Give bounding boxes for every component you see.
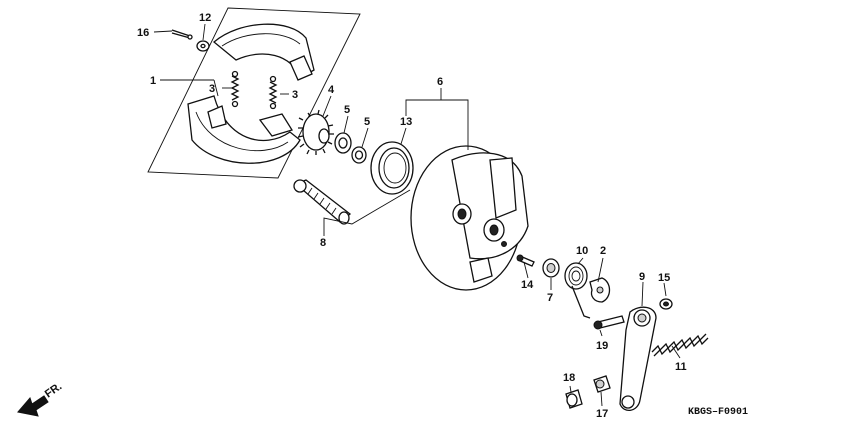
brake-shoe-upper <box>212 23 315 81</box>
brake-shoe-lower <box>187 95 301 164</box>
direction-label: FR. <box>43 380 64 400</box>
callout-5b: 5 <box>364 116 370 128</box>
callout-3a: 3 <box>209 83 215 95</box>
callout-13: 13 <box>400 116 412 128</box>
pin-17 <box>593 375 611 393</box>
callout-2: 2 <box>600 245 606 257</box>
callout-6: 6 <box>437 76 443 88</box>
callout-7: 7 <box>547 292 553 304</box>
washer-7 <box>542 258 560 278</box>
spring-left <box>230 70 240 108</box>
speedometer-gear <box>297 109 334 155</box>
callout-15: 15 <box>658 272 670 284</box>
callout-5a: 5 <box>344 104 350 116</box>
callout-12: 12 <box>199 12 211 24</box>
cotter-pin <box>171 29 193 40</box>
bolt-14 <box>516 254 535 267</box>
brake-shoe-group-outline <box>147 7 361 179</box>
callout-1: 1 <box>150 75 156 87</box>
spring-right <box>268 75 278 110</box>
brake-panel <box>410 145 529 291</box>
collar-18 <box>565 389 583 409</box>
brake-cam <box>293 179 352 225</box>
callout-4: 4 <box>328 84 335 96</box>
callout-11: 11 <box>675 361 687 373</box>
diagram-code: KBGS–F0901 <box>688 407 748 418</box>
washer-5a <box>334 132 352 154</box>
callout-17: 17 <box>596 408 608 420</box>
direction-arrow-icon <box>17 395 49 417</box>
washer-12 <box>196 40 210 52</box>
callout-3b: 3 <box>292 89 298 101</box>
bolt-19 <box>593 315 625 330</box>
brake-arm <box>619 306 657 411</box>
callout-14: 14 <box>521 279 534 291</box>
washer-5b <box>351 146 367 164</box>
callout-19: 19 <box>596 340 608 352</box>
leader-lines <box>153 23 681 407</box>
callout-18: 18 <box>563 372 575 384</box>
wear-indicator <box>589 277 611 303</box>
callout-16: 16 <box>137 27 149 39</box>
oil-seal <box>370 141 414 195</box>
callout-labels: 16 12 1 3 3 4 5 5 13 6 8 10 2 9 15 14 7 … <box>137 12 687 420</box>
callout-10: 10 <box>576 245 588 257</box>
torsion-spring <box>564 262 591 319</box>
callout-9: 9 <box>639 271 645 283</box>
return-spring <box>651 333 709 357</box>
nut-15 <box>659 298 673 310</box>
callout-8: 8 <box>320 237 326 249</box>
